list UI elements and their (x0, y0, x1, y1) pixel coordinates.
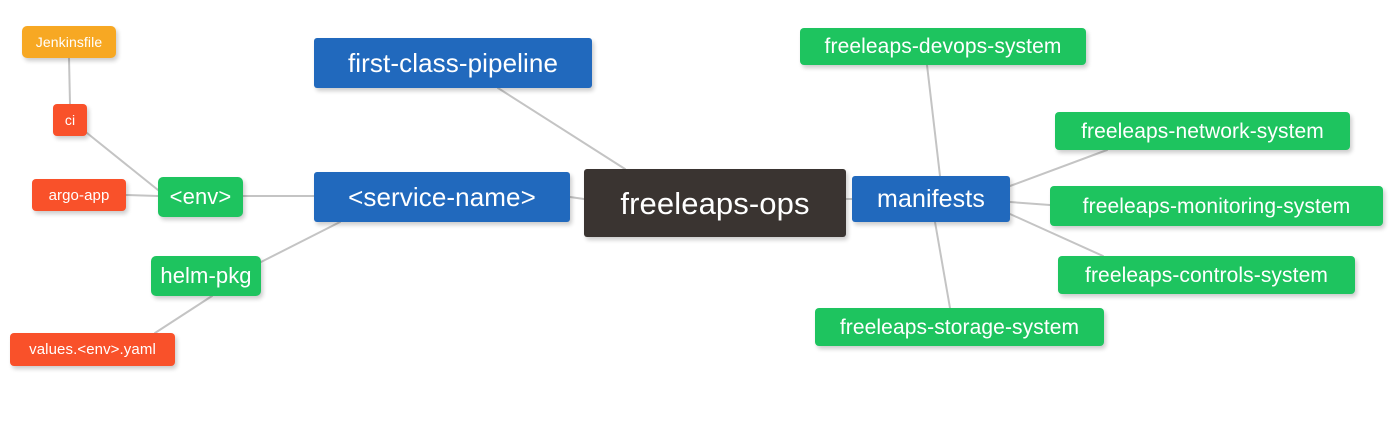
node-label-values-yaml: values.<env>.yaml (29, 341, 156, 358)
edge-values-yaml-to-helm-pkg (154, 295, 213, 334)
node-label-freeleaps-devops-system: freeleaps-devops-system (824, 35, 1062, 58)
node-label-freeleaps-network-system: freeleaps-network-system (1081, 119, 1324, 143)
node-freeleaps-controls-system[interactable]: freeleaps-controls-system (1058, 256, 1355, 294)
node-jenkinsfile[interactable]: Jenkinsfile (22, 26, 116, 58)
edge-manifests-to-freeleaps-network-system (1009, 149, 1108, 187)
node-ci[interactable]: ci (53, 104, 87, 136)
node-freeleaps-ops[interactable]: freeleaps-ops (584, 169, 846, 237)
edge-helm-pkg-to-service-name (260, 221, 341, 263)
node-env[interactable]: <env> (158, 177, 243, 217)
node-label-env: <env> (169, 184, 232, 209)
node-label-helm-pkg: helm-pkg (160, 263, 252, 288)
node-helm-pkg[interactable]: helm-pkg (151, 256, 261, 296)
edge-service-name-to-freeleaps-ops (569, 196, 585, 200)
node-freeleaps-network-system[interactable]: freeleaps-network-system (1055, 112, 1350, 150)
node-label-freeleaps-storage-system: freeleaps-storage-system (839, 315, 1080, 339)
edge-manifests-to-freeleaps-devops-system (926, 64, 941, 177)
edge-manifests-to-freeleaps-storage-system (934, 221, 951, 309)
node-manifests[interactable]: manifests (852, 176, 1010, 222)
edge-manifests-to-freeleaps-monitoring-system (1009, 201, 1051, 206)
node-label-first-class-pipeline: first-class-pipeline (347, 48, 559, 78)
node-label-manifests: manifests (877, 184, 985, 213)
edge-first-class-pipeline-to-freeleaps-ops (497, 87, 626, 170)
node-freeleaps-devops-system[interactable]: freeleaps-devops-system (800, 28, 1086, 65)
edge-jenkinsfile-to-ci (68, 57, 71, 105)
node-label-ci: ci (64, 112, 76, 128)
node-argo-app[interactable]: argo-app (32, 179, 126, 211)
node-label-freeleaps-ops: freeleaps-ops (620, 185, 810, 221)
node-values-yaml[interactable]: values.<env>.yaml (10, 333, 175, 366)
node-freeleaps-monitoring-system[interactable]: freeleaps-monitoring-system (1050, 186, 1383, 226)
node-label-jenkinsfile: Jenkinsfile (35, 34, 103, 50)
node-label-freeleaps-controls-system: freeleaps-controls-system (1085, 263, 1328, 287)
node-label-argo-app: argo-app (48, 186, 110, 204)
node-freeleaps-storage-system[interactable]: freeleaps-storage-system (815, 308, 1104, 346)
node-first-class-pipeline[interactable]: first-class-pipeline (314, 38, 592, 88)
edge-argo-app-to-env (125, 194, 159, 197)
node-label-service-name: <service-name> (348, 182, 536, 212)
node-service-name[interactable]: <service-name> (314, 172, 570, 222)
node-label-freeleaps-monitoring-system: freeleaps-monitoring-system (1082, 194, 1351, 218)
